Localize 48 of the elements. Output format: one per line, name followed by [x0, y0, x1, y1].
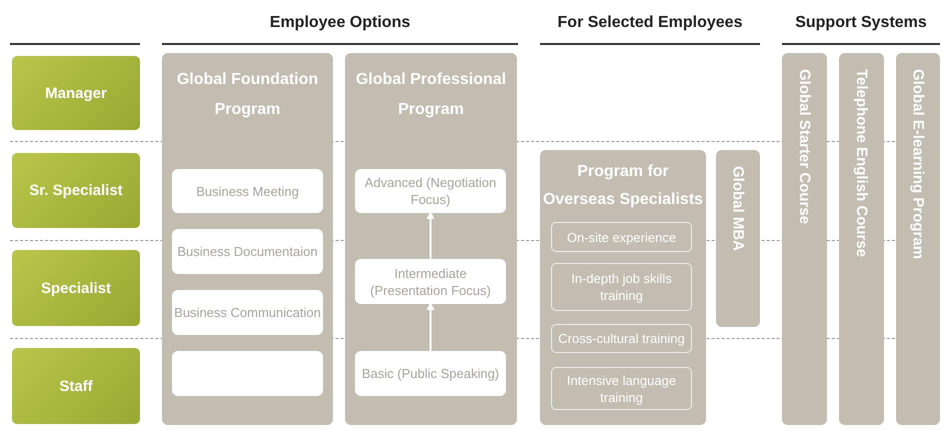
course-label: Business Meeting	[196, 182, 299, 200]
course-label: Intermediate (Presentation Focus)	[369, 264, 492, 298]
program-panel	[162, 53, 333, 425]
course-label: Business Documentaion	[177, 243, 318, 260]
course-card	[551, 222, 692, 252]
level-box	[12, 56, 140, 130]
column-heading: Employee Options	[270, 14, 410, 32]
column-heading: Support Systems	[795, 14, 927, 32]
program-panel	[716, 150, 760, 327]
course-label: Business Communication	[174, 304, 321, 321]
level-box	[12, 153, 140, 228]
course-label: Intensive language training	[566, 372, 678, 406]
panel-title: Global Foundation Program	[176, 70, 320, 120]
program-panel	[839, 53, 884, 425]
panel-title: Telephone English Course	[853, 69, 870, 258]
program-panel	[540, 150, 706, 425]
course-card	[172, 169, 323, 213]
level-label: Sr. Specialist	[29, 182, 123, 199]
level-box	[12, 250, 140, 326]
arrow	[426, 302, 434, 351]
panel-title: Global Starter Course	[796, 69, 813, 224]
panel-title: Global MBA	[730, 166, 746, 251]
course-label: Advanced (Negotiation Focus)	[364, 174, 498, 208]
course-card	[172, 351, 323, 396]
panel-title: Global Professional Program	[354, 70, 508, 120]
course-label: In-depth job skills training	[570, 270, 673, 304]
course-card	[551, 324, 692, 353]
level-box	[12, 348, 140, 424]
arrow	[426, 211, 434, 259]
course-card	[172, 290, 323, 335]
course-card	[551, 263, 692, 311]
course-label: Cross-cultural training	[558, 330, 685, 347]
course-card	[355, 169, 506, 213]
level-label: Manager	[45, 84, 107, 102]
course-card	[172, 229, 323, 274]
course-card	[551, 367, 692, 410]
program-panel	[345, 53, 517, 425]
level-label: Specialist	[40, 280, 112, 296]
course-label: On-site experience	[566, 228, 676, 246]
panel-title: Program for Overseas Specialists	[542, 162, 704, 210]
course-card	[355, 259, 506, 304]
panel-title: Global E-learning Program	[910, 69, 926, 260]
program-panel	[782, 53, 827, 425]
course-label: Basic (Public Speaking)	[362, 365, 500, 382]
program-panel	[896, 53, 940, 425]
column-heading: For Selected Employees	[558, 14, 742, 32]
level-label: Staff	[59, 378, 93, 394]
course-card	[355, 351, 506, 396]
